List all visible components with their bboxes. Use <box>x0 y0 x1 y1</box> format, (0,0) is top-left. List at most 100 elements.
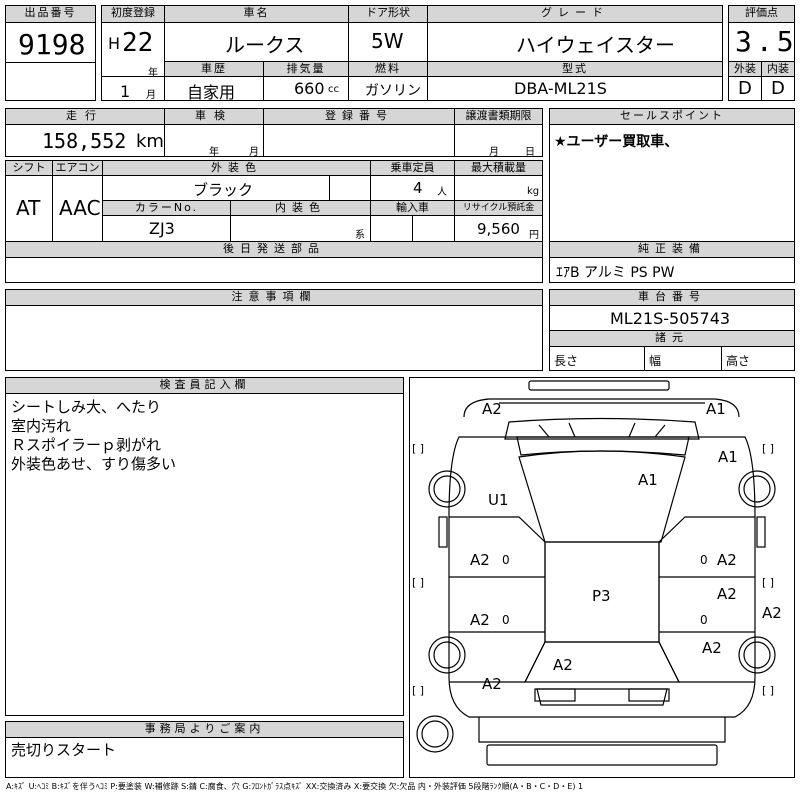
transfer-cell: 月 日 <box>454 124 543 157</box>
door-label: ドア形状 <box>348 5 428 23</box>
inspector-label: 検査員記入欄 <box>5 377 404 394</box>
displacement-cell: 660 cc <box>263 76 349 101</box>
insp-year-unit: 年 <box>209 147 219 157</box>
notes-label: 注意事項欄 <box>5 289 543 306</box>
wheel-fl <box>428 470 466 508</box>
mark-side-right: A2 <box>762 604 782 622</box>
exterior-grade: D <box>738 78 752 99</box>
later-parts-cell <box>5 257 543 283</box>
year: 22 <box>122 28 154 58</box>
displacement: 660 <box>294 79 325 98</box>
hood-slats <box>538 422 666 438</box>
history: 自家用 <box>187 83 236 101</box>
capacity: 4 <box>413 179 423 197</box>
reg-label: 登録番号 <box>263 108 455 125</box>
mark-rear-right: A2 <box>702 639 722 657</box>
later-parts-label: 後日発送部品 <box>5 241 543 258</box>
mark-hood: A1 <box>638 471 658 489</box>
color-cell: ブラック <box>102 175 330 201</box>
spec-length-cell: 長さ <box>549 346 645 371</box>
type-cell: DBA-ML21S <box>427 76 723 101</box>
body-outline-shape <box>448 436 756 718</box>
import-label: 輸入車 <box>370 200 455 216</box>
exterior-label: 外装 <box>728 61 762 77</box>
int-color-label: 内装色 <box>230 200 371 216</box>
mileage-unit: km <box>136 131 164 152</box>
mileage-cell: 158,552 km <box>5 124 165 157</box>
exterior-cell: D <box>728 76 762 101</box>
interior-grade: D <box>771 78 785 99</box>
inspector-line-4: 外装色あせ、すり傷多い <box>11 455 177 473</box>
mileage: 158,552 <box>42 129 127 153</box>
office-cell: 売切りスタート <box>5 737 404 778</box>
grade-label: グレード <box>427 5 723 23</box>
left-side-shape <box>449 516 546 683</box>
color-no: ZJ3 <box>149 219 175 238</box>
door-cell: 5W <box>348 22 428 62</box>
sales-label: セールスポイント <box>549 108 795 125</box>
first-reg-label: 初度登録 <box>101 5 165 23</box>
genuine-cell: ｴｱB アルミ PS PW <box>549 257 795 283</box>
genuine-value: ｴｱB アルミ PS PW <box>556 265 675 281</box>
transfer-label: 譲渡書類期限 <box>454 108 543 125</box>
tail-panel-shape <box>486 744 718 766</box>
mark-tailgate: A2 <box>553 656 573 674</box>
color-extra-cell <box>329 175 371 201</box>
lot-divider <box>6 62 95 63</box>
zero-mark-1: 0 <box>502 553 510 567</box>
zero-mark-2: 0 <box>700 553 708 567</box>
type-label: 型式 <box>427 61 723 77</box>
mark-front-left: A2 <box>482 400 502 418</box>
import-cell-a <box>370 215 413 242</box>
score-cell: 3.5 <box>728 22 795 62</box>
model-label: 車名 <box>164 5 349 23</box>
mark-fender-right: A1 <box>718 448 738 466</box>
windshield-shape <box>516 436 690 456</box>
inspector-line-2: 室内汚れ <box>11 417 72 435</box>
spec-length-label: 長さ <box>554 354 579 368</box>
spec-width-cell: 幅 <box>644 346 722 371</box>
cabin-shape <box>518 450 686 543</box>
model: ルークス <box>225 33 305 57</box>
year-unit: 年 <box>148 68 158 79</box>
spec-height-cell: 高さ <box>721 346 795 371</box>
color: ブラック <box>193 181 254 199</box>
chassis-label: 車台番号 <box>549 289 795 306</box>
capacity-cell: 4 人 <box>370 175 455 201</box>
damage-diagram: [ ] [ ] [ ] [ ] [ ] [ ] A2 A1 A1 A1 U1 A… <box>409 377 795 778</box>
inspector-line-1: シートしみ大、へたり <box>11 398 162 416</box>
import-cell-b <box>412 215 455 242</box>
score-label: 評価点 <box>728 5 795 23</box>
ac-cell: AAC <box>52 175 103 242</box>
rear-bumper-shape <box>534 688 576 702</box>
interior-cell: D <box>761 76 795 101</box>
specs-label: 諸元 <box>549 330 795 347</box>
lot-box: 出品番号 9198 <box>5 5 96 101</box>
shift: AT <box>16 196 41 220</box>
car-diagram-svg <box>416 380 776 766</box>
recycle: 9,560 <box>477 220 520 238</box>
era: H <box>108 34 121 53</box>
mark-door-rr: A2 <box>717 585 737 603</box>
int-color-unit: 系 <box>355 230 365 241</box>
bracket-left-top: [ ] <box>412 442 425 455</box>
month: 1 <box>120 82 131 101</box>
bracket-left-bottom: [ ] <box>412 684 425 697</box>
mark-rear-left: A2 <box>482 675 502 693</box>
fuel: ガソリン <box>365 83 421 99</box>
color-label: 外装色 <box>102 160 371 176</box>
office-text: 売切りスタート <box>11 741 117 759</box>
color-no-label: カラーNo. <box>102 200 231 216</box>
color-no-cell: ZJ3 <box>102 215 231 242</box>
legend-text: A:ｷｽﾞ U:ﾍｺﾐ B:ｷｽﾞを伴うﾍｺﾐ P:要塗装 W:補修跡 S:錆 … <box>6 782 584 791</box>
mark-door-rl: A2 <box>470 611 490 629</box>
mark-fender-left: U1 <box>488 491 509 509</box>
displacement-label: 排気量 <box>263 61 349 77</box>
mirror-right <box>756 516 766 548</box>
mark-front-right: A1 <box>706 400 726 418</box>
grade: ハイウェイスター <box>516 33 675 57</box>
mark-door-fr: A2 <box>717 551 737 569</box>
sales-cell: ★ユーザー買取車、 <box>549 124 795 242</box>
inspector-cell: シートしみ大、へたり 室内汚れ Ｒスポイラーｐ剥がれ 外装色あせ、すり傷多い <box>5 393 404 716</box>
transfer-month-unit: 月 <box>489 147 499 157</box>
